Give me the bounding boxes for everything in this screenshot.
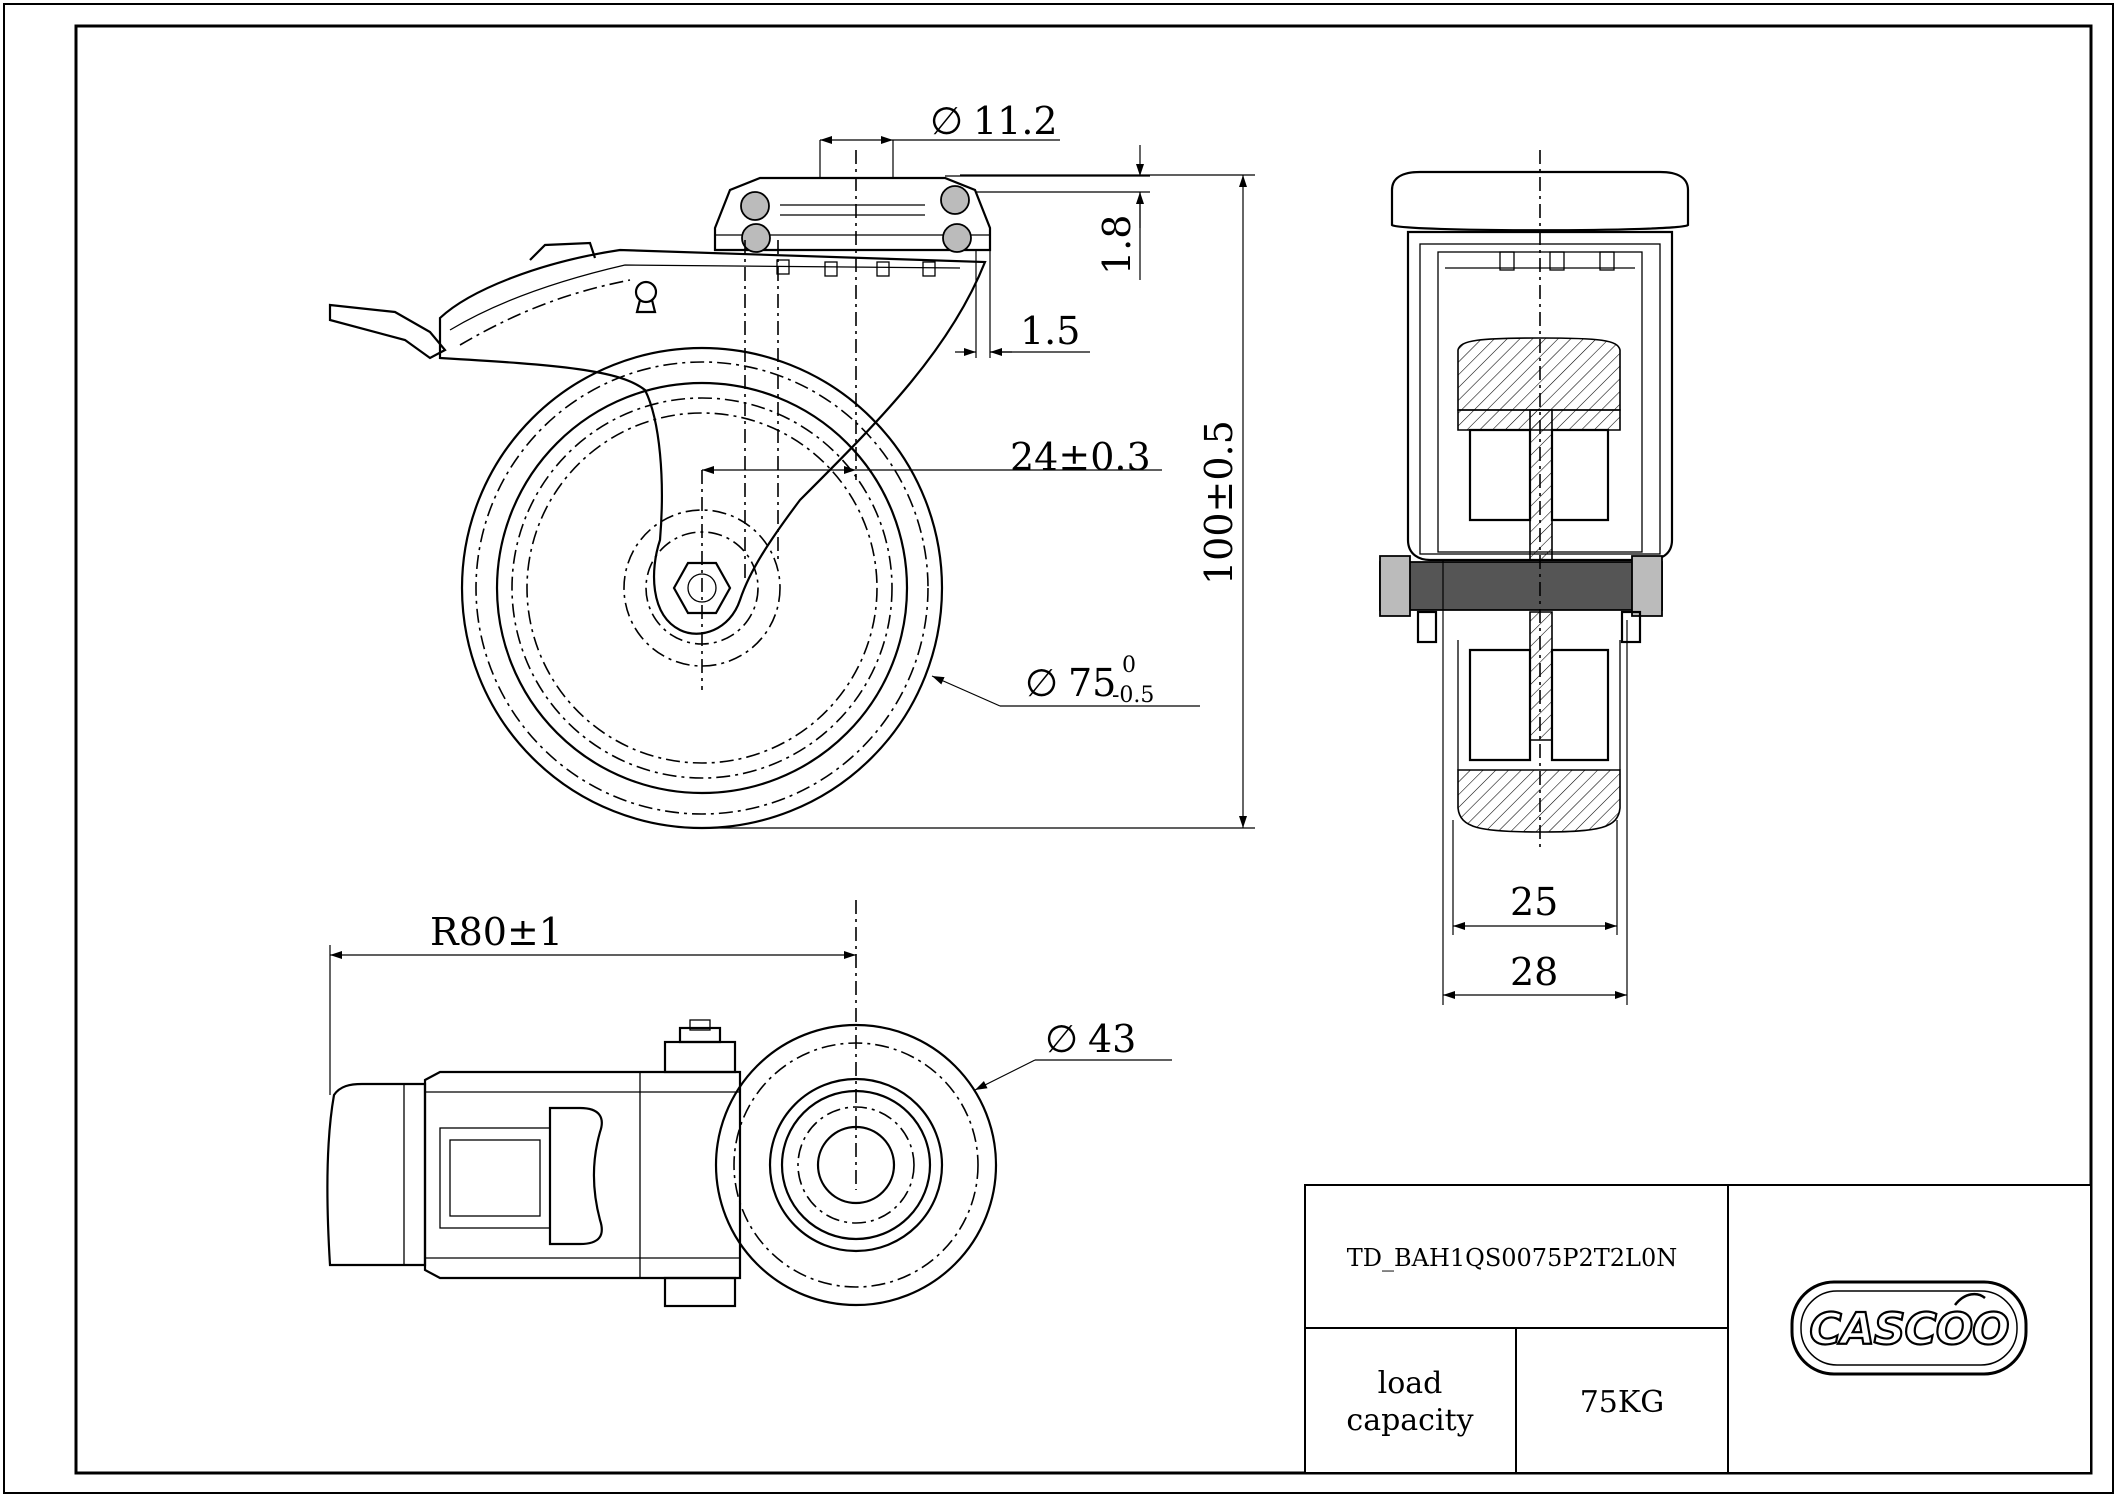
dim-stem-diameter-symbol: ∅ <box>930 99 963 143</box>
dim-hub-diameter-symbol: ∅ <box>1045 1017 1078 1061</box>
logo-text: CASCOO <box>1809 1304 2008 1355</box>
dim-total-height: 100±0.5 <box>1197 420 1241 585</box>
top-view-dimensions <box>329 945 1172 1095</box>
dim-fork-width: 28 <box>1510 950 1558 994</box>
dim-wheel-diameter-symbol: ∅ <box>1025 661 1058 705</box>
dim-swivel-radius: R80±1 <box>430 910 563 954</box>
dim-swivel-offset: 24±0.3 <box>1010 435 1151 479</box>
title-block: TD_BAH1QS0075P2T2L0N load capacity 75KG … <box>1304 1184 2092 1474</box>
drawing-number: TD_BAH1QS0075P2T2L0N <box>1347 1244 1678 1272</box>
dim-wheel-diameter: 75 <box>1068 661 1116 705</box>
load-capacity-value: 75KG <box>1580 1385 1665 1420</box>
front-view <box>1379 150 1690 850</box>
brand-logo: CASCOO <box>1790 1280 2028 1376</box>
load-capacity-label-line1: load <box>1378 1366 1443 1401</box>
dim-wheel-tol-lower: -0.5 <box>1112 683 1154 708</box>
dim-tread-width: 25 <box>1510 880 1558 924</box>
dimension-labels: ∅ 11.2 1.8 1.5 24±0.3 100±0.5 ∅ 75 0 -0.… <box>430 99 1558 1061</box>
outer-frame <box>3 3 2114 1494</box>
dim-stem-diameter: 11.2 <box>973 99 1058 143</box>
dim-hub-diameter: 43 <box>1088 1017 1136 1061</box>
top-view <box>326 900 998 1308</box>
load-capacity-label-line2: capacity <box>1346 1403 1473 1438</box>
dim-plate-thickness: 1.5 <box>1020 309 1080 353</box>
dim-cap-height: 1.8 <box>1095 215 1139 275</box>
side-view-dimensions <box>702 136 1255 829</box>
dim-wheel-tol-upper: 0 <box>1122 653 1136 678</box>
side-view <box>328 150 992 830</box>
inner-frame <box>74 24 2093 1475</box>
logo-swoosh-icon <box>1954 1292 1986 1306</box>
front-view-dimensions <box>1442 560 1628 1005</box>
